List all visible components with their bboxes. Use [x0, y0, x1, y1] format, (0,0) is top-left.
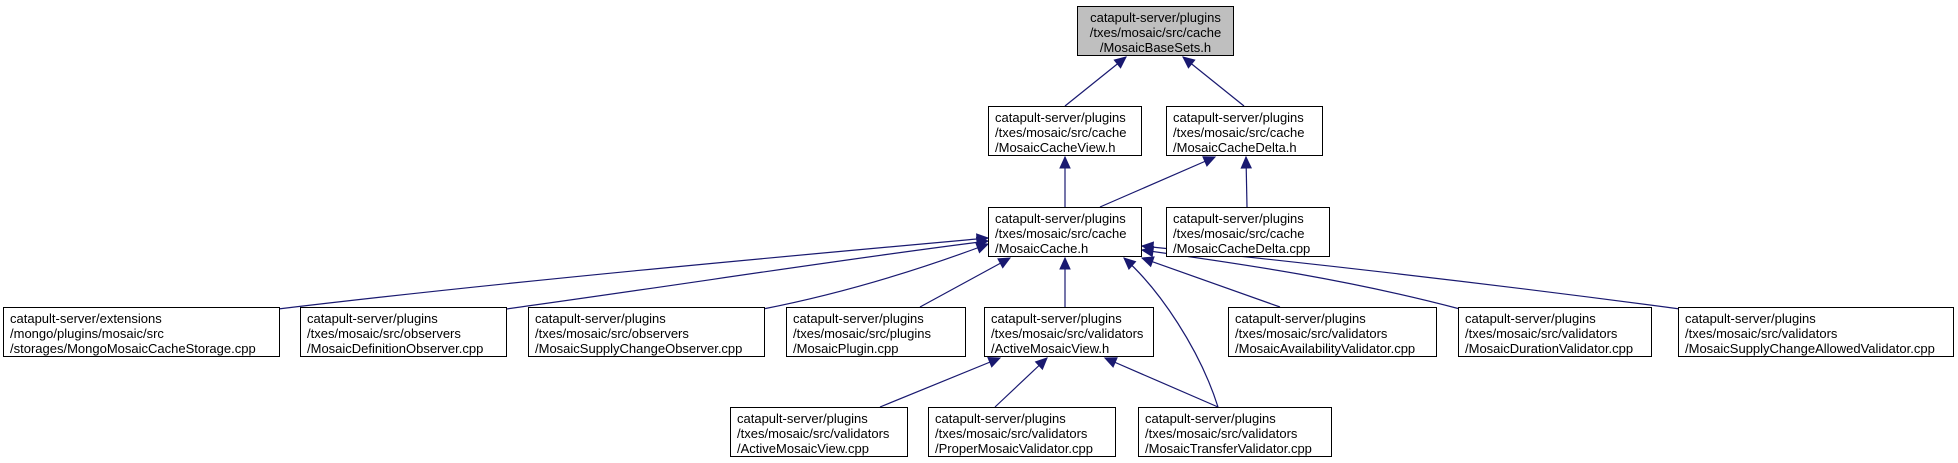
node-line: catapult-server/plugins: [1685, 311, 1816, 326]
node-line: /txes/mosaic/src/validators: [737, 426, 890, 441]
node-line: catapult-server/plugins: [1173, 110, 1304, 125]
node-line: catapult-server/extensions: [10, 311, 162, 326]
node-line: catapult-server/plugins: [1173, 211, 1304, 226]
node-line: /MosaicCache.h: [995, 241, 1089, 256]
node-line: /txes/mosaic/src/validators: [991, 326, 1144, 341]
edge-n14-n9: [994, 357, 1048, 408]
edge-n1-n0-arrowhead: [1113, 56, 1127, 69]
edge-n6-n3: [505, 240, 989, 310]
edge-n7-n3: [762, 243, 989, 310]
node-line: /MosaicAvailabilityValidator.cpp: [1235, 341, 1416, 356]
node-proper-mosaic-validator-cpp[interactable]: catapult-server/plugins/txes/mosaic/src/…: [928, 407, 1116, 457]
edge-n5-n3: [277, 237, 989, 310]
node-line: /MosaicSupplyChangeObserver.cpp: [535, 341, 743, 356]
node-line: /mongo/plugins/mosaic/src: [10, 326, 164, 341]
edge-n15-n3-arrowhead: [1123, 257, 1137, 270]
node-mosaic-base-sets-h[interactable]: catapult-server/plugins/txes/mosaic/src/…: [1077, 6, 1234, 56]
node-line: /txes/mosaic/src/cache: [995, 226, 1127, 241]
node-line: /MosaicDefinitionObserver.cpp: [307, 341, 484, 356]
node-mosaic-cache-delta-cpp[interactable]: catapult-server/plugins/txes/mosaic/src/…: [1166, 207, 1330, 257]
node-line: catapult-server/plugins: [737, 411, 868, 426]
node-line: /MosaicCacheView.h: [995, 140, 1116, 155]
node-line: /txes/mosaic/src/validators: [1685, 326, 1838, 341]
edge-n8-n3-arrowhead: [997, 257, 1012, 269]
node-line: /MosaicPlugin.cpp: [793, 341, 899, 356]
edge-n3-n2: [1099, 156, 1216, 208]
edge-n12-n3-arrowhead: [1140, 241, 1155, 253]
node-mosaic-supply-change-observer-cpp[interactable]: catapult-server/plugins/txes/mosaic/src/…: [528, 307, 765, 357]
node-line: /txes/mosaic/src/observers: [307, 326, 461, 341]
node-mosaic-transfer-validator-cpp[interactable]: catapult-server/plugins/txes/mosaic/src/…: [1138, 407, 1332, 457]
node-line: /MosaicCacheDelta.h: [1173, 140, 1297, 155]
node-line: catapult-server/plugins: [1235, 311, 1366, 326]
node-line: /ProperMosaicValidator.cpp: [935, 441, 1094, 456]
node-line: /txes/mosaic/src/cache: [995, 125, 1127, 140]
node-mosaic-cache-delta-h[interactable]: catapult-server/plugins/txes/mosaic/src/…: [1166, 106, 1323, 156]
node-line: catapult-server/plugins: [1465, 311, 1596, 326]
node-line: catapult-server/plugins: [1090, 10, 1221, 25]
edge-n15-n9-arrowhead: [1103, 357, 1118, 368]
node-line: /MosaicSupplyChangeAllowedValidator.cpp: [1685, 341, 1935, 356]
edge-n2-n0-arrowhead: [1182, 56, 1196, 69]
node-active-mosaic-view-h[interactable]: catapult-server/plugins/txes/mosaic/src/…: [984, 307, 1154, 357]
edge-n2-n0: [1182, 56, 1245, 107]
edge-n3-n1-arrowhead: [1059, 155, 1071, 169]
edge-n10-n3-arrowhead: [1140, 256, 1155, 268]
node-line: /txes/mosaic/src/validators: [1235, 326, 1388, 341]
edge-n14-n9-arrowhead: [1034, 357, 1048, 371]
node-line: catapult-server/plugins: [535, 311, 666, 326]
node-line: /txes/mosaic/src/validators: [935, 426, 1088, 441]
edge-n7-n3-arrowhead: [975, 242, 990, 254]
node-line: /txes/mosaic/src/cache: [1173, 226, 1305, 241]
edge-n1-n0: [1064, 56, 1127, 107]
node-mosaic-supply-change-allowed-validator-cpp[interactable]: catapult-server/plugins/txes/mosaic/src/…: [1678, 307, 1954, 357]
node-line: /MosaicBaseSets.h: [1099, 40, 1212, 55]
node-line: /storages/MongoMosaicCacheStorage.cpp: [10, 341, 256, 356]
node-line: /txes/mosaic/src/validators: [1145, 426, 1298, 441]
node-line: /txes/mosaic/src/validators: [1465, 326, 1618, 341]
node-line: catapult-server/plugins: [995, 110, 1126, 125]
edge-n11-n3: [1141, 249, 1461, 310]
edge-n10-n3: [1141, 257, 1281, 308]
node-line: catapult-server/plugins: [935, 411, 1066, 426]
node-line: /MosaicDurationValidator.cpp: [1465, 341, 1634, 356]
edge-n13-n9-arrowhead: [987, 356, 1002, 368]
node-line: catapult-server/plugins: [991, 311, 1122, 326]
node-line: /MosaicTransferValidator.cpp: [1145, 441, 1312, 456]
node-line: /txes/mosaic/src/observers: [535, 326, 689, 341]
node-line: catapult-server/plugins: [307, 311, 438, 326]
edge-n13-n9: [879, 357, 1001, 408]
node-mosaic-cache-view-h[interactable]: catapult-server/plugins/txes/mosaic/src/…: [988, 106, 1142, 156]
node-line: catapult-server/plugins: [793, 311, 924, 326]
node-line: /ActiveMosaicView.cpp: [737, 441, 869, 456]
node-mosaic-plugin-cpp[interactable]: catapult-server/plugins/txes/mosaic/src/…: [786, 307, 966, 357]
node-line: catapult-server/plugins: [995, 211, 1126, 226]
node-line: /ActiveMosaicView.h: [991, 341, 1110, 356]
edge-n3-n2-arrowhead: [1202, 156, 1217, 167]
node-mosaic-availability-validator-cpp[interactable]: catapult-server/plugins/txes/mosaic/src/…: [1228, 307, 1437, 357]
edge-n4-n2-arrowhead: [1240, 155, 1253, 169]
node-line: /txes/mosaic/src/cache: [1089, 25, 1222, 40]
node-mosaic-definition-observer-cpp[interactable]: catapult-server/plugins/txes/mosaic/src/…: [300, 307, 507, 357]
edge-n15-n9: [1104, 357, 1219, 408]
edge-n15-n3: [1123, 257, 1219, 408]
node-active-mosaic-view-cpp[interactable]: catapult-server/plugins/txes/mosaic/src/…: [730, 407, 908, 457]
node-line: /txes/mosaic/src/plugins: [793, 326, 931, 341]
edge-n9-n3-arrowhead: [1059, 256, 1071, 270]
node-mosaic-duration-validator-cpp[interactable]: catapult-server/plugins/txes/mosaic/src/…: [1458, 307, 1652, 357]
node-line: catapult-server/plugins: [1145, 411, 1276, 426]
edge-n8-n3: [919, 257, 1011, 308]
node-mongo-mosaic-cache-storage-cpp[interactable]: catapult-server/extensions/mongo/plugins…: [3, 307, 280, 357]
node-line: /MosaicCacheDelta.cpp: [1173, 241, 1311, 256]
node-mosaic-cache-h[interactable]: catapult-server/plugins/txes/mosaic/src/…: [988, 207, 1142, 257]
node-line: /txes/mosaic/src/cache: [1173, 125, 1305, 140]
